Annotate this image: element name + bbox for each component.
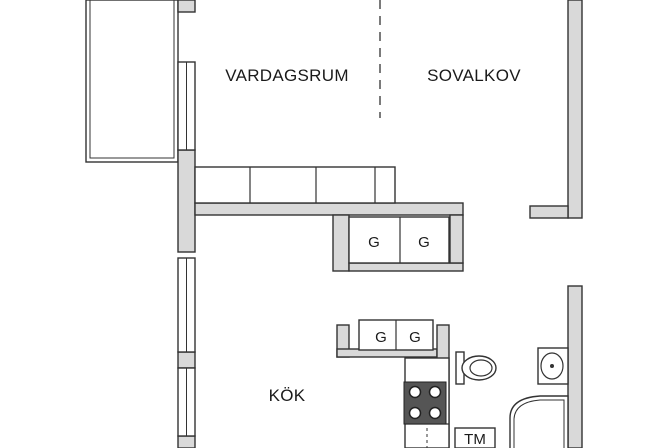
room-label-living-room: VARDAGSRUM — [225, 66, 349, 85]
living-room-cabinets — [194, 166, 396, 204]
stove-icon — [403, 381, 447, 425]
left-exterior-wall — [177, 0, 196, 448]
shower-icon — [509, 395, 569, 448]
window-3 — [177, 367, 196, 437]
wardrobe-label-2: G — [418, 234, 430, 251]
wardrobe-label-1: G — [368, 234, 380, 251]
bathroom-sink-icon — [537, 347, 569, 385]
window-1 — [177, 61, 196, 151]
wardrobe-label-3: G — [375, 329, 387, 346]
window-2 — [177, 257, 196, 353]
interior-wall-kitchen — [194, 202, 464, 272]
room-label-bedroom: SOVALKOV — [427, 66, 521, 85]
wardrobe-lower — [358, 319, 434, 351]
balcony — [85, 0, 179, 163]
washing-machine — [454, 427, 496, 448]
room-label-kitchen: KÖK — [269, 386, 306, 405]
toilet-icon — [455, 351, 497, 385]
wardrobe-label-4: G — [409, 329, 421, 346]
wardrobe-upper — [348, 216, 450, 264]
washing-machine-label: TM — [464, 431, 486, 448]
